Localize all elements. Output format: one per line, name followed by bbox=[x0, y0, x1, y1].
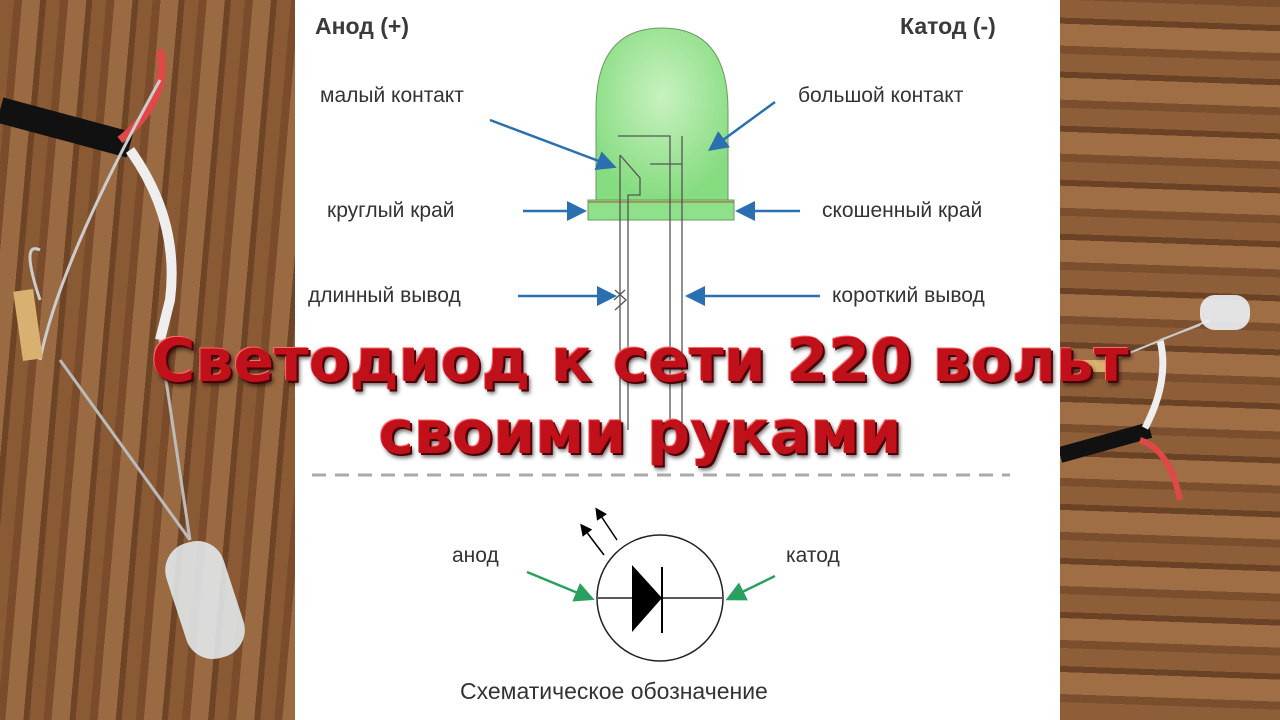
schematic-anode-label: анод bbox=[452, 544, 499, 567]
led-body bbox=[587, 27, 735, 221]
light-arrow-icon bbox=[580, 523, 605, 556]
right-led-photo bbox=[1060, 0, 1280, 720]
overlay-title-line1: Светодиод к сети 220 вольт bbox=[151, 326, 1129, 396]
short-lead-label: короткий вывод bbox=[832, 284, 985, 307]
small-contact-label: малый контакт bbox=[320, 84, 464, 107]
blue-arrows bbox=[489, 100, 820, 306]
round-edge-label: круглый край bbox=[327, 199, 455, 222]
schematic-cathode-label: катод bbox=[786, 544, 840, 567]
left-led-photo bbox=[0, 0, 295, 720]
diode-symbol bbox=[580, 507, 724, 662]
led-with-resistor-photo bbox=[0, 49, 245, 660]
overlay-title-line2: своими руками bbox=[378, 398, 902, 468]
anode-header: Анод (+) bbox=[315, 13, 409, 39]
cathode-header: Катод (-) bbox=[900, 13, 996, 39]
schematic-caption: Схематическое обозначение bbox=[460, 678, 768, 704]
large-contact-label: большой контакт bbox=[798, 84, 964, 107]
led-wired-photo bbox=[1060, 295, 1250, 501]
long-lead-label: длинный вывод bbox=[308, 284, 461, 307]
light-arrow-icon bbox=[595, 507, 618, 541]
led-contacts bbox=[613, 135, 683, 430]
beveled-edge-label: скошенный край bbox=[822, 199, 983, 222]
green-arrows bbox=[526, 570, 776, 602]
